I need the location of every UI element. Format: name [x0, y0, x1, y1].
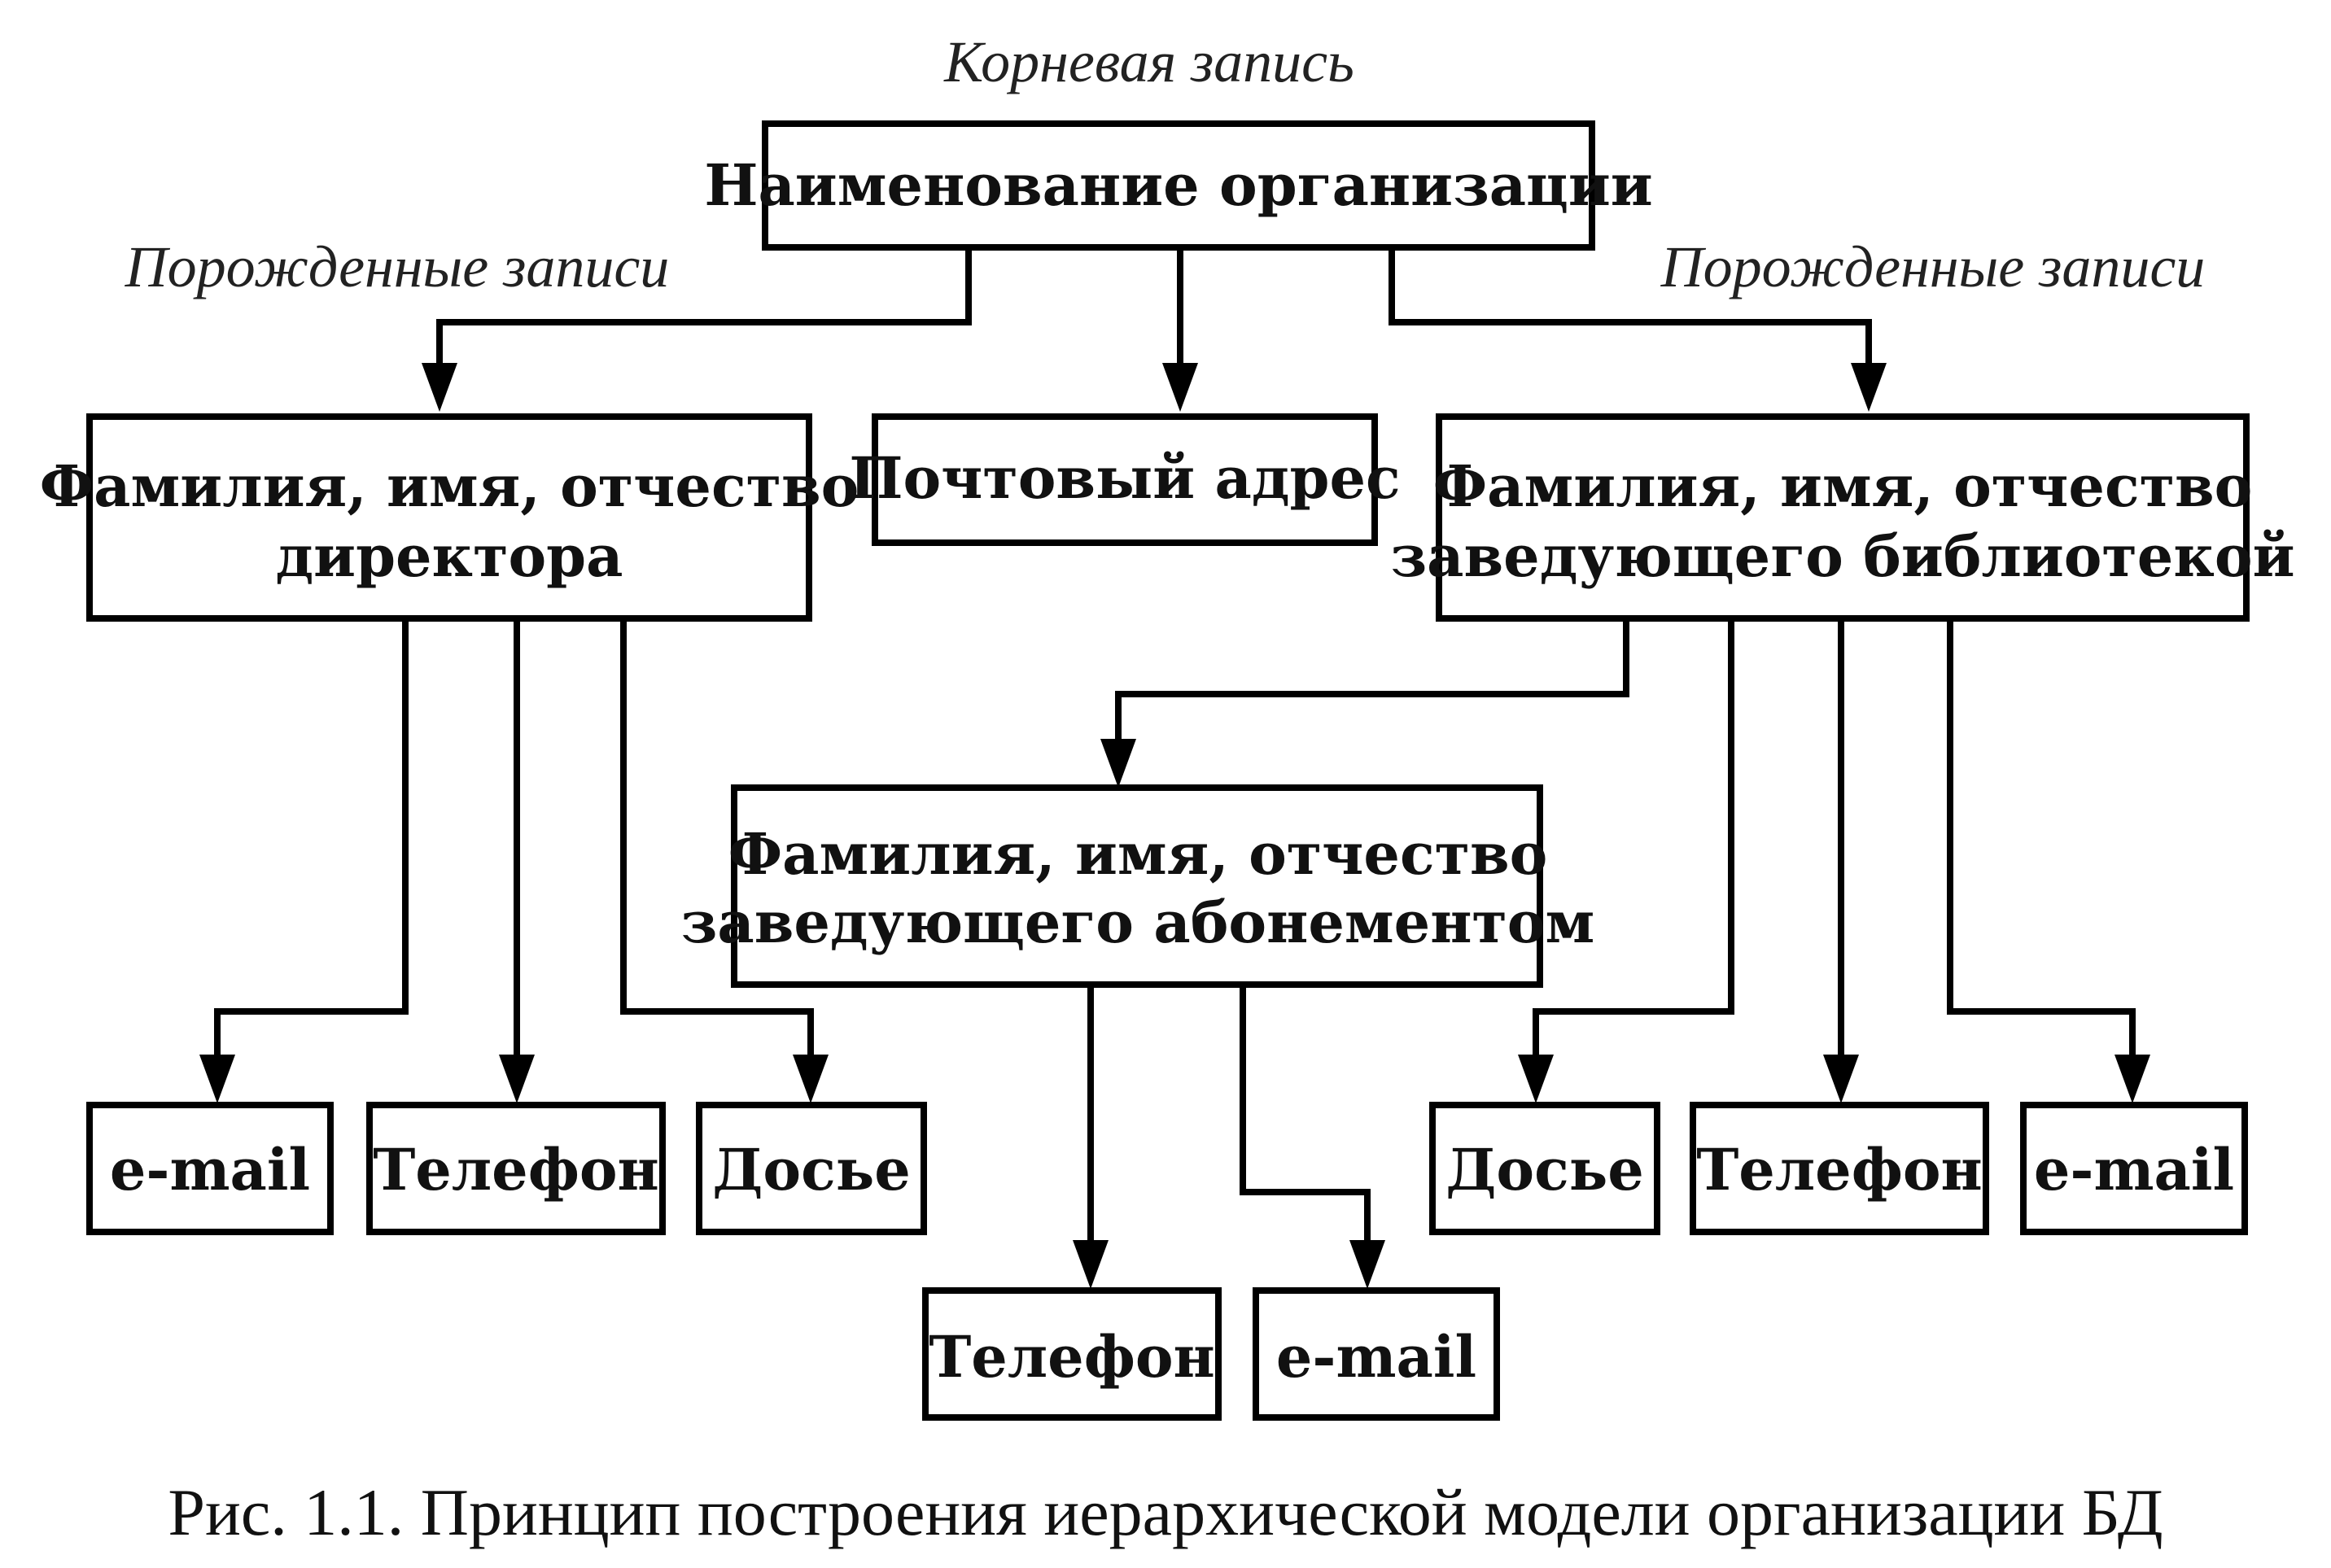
arrowhead-sub-email [1349, 1240, 1385, 1289]
node-lib-email-label: e-mail [2034, 1136, 2234, 1203]
arrowhead-postal [1162, 363, 1198, 412]
arrowhead-dir-email [199, 1055, 235, 1103]
figure-caption: Рис. 1.1. Принцип построения иерархическ… [168, 1475, 2163, 1549]
derived-records-label-right: Порожденные записи [1660, 234, 2206, 299]
arrowhead-dir-phone [499, 1055, 535, 1103]
node-sub-phone-label: Телефон [929, 1323, 1215, 1391]
arrowhead-sub-phone [1073, 1240, 1109, 1289]
node-sub-email-label: e-mail [1276, 1323, 1476, 1391]
node-lib-dossier-label: Досье [1445, 1136, 1644, 1203]
arrowhead-lib-email [2115, 1055, 2150, 1103]
node-lib-email: e-mail [2020, 1102, 2248, 1235]
arrowheads [199, 363, 2150, 1289]
arrowhead-librarian [1851, 363, 1887, 412]
node-librarian-line1: Фамилия, имя, отчество [1433, 452, 2253, 520]
arrowhead-director [422, 363, 457, 412]
node-lib-phone: Телефон [1690, 1102, 1989, 1235]
edges [214, 247, 2136, 1260]
node-dir-phone: Телефон [366, 1102, 666, 1235]
node-librarian-line2: заведующего библиотекой [1390, 522, 2294, 590]
arrowhead-subscription [1100, 739, 1136, 788]
node-dir-phone-label: Телефон [373, 1136, 659, 1203]
node-lib-phone-label: Телефон [1696, 1136, 1983, 1203]
root-record-label: Корневая запись [943, 29, 1354, 94]
edge-librarian-subscription [1115, 618, 1629, 758]
node-root: Наименование организации [704, 120, 1653, 251]
arrowhead-lib-phone [1823, 1055, 1859, 1103]
node-subscription-line1: Фамилия, имя, отчество [728, 820, 1548, 888]
node-sub-phone: Телефон [922, 1287, 1222, 1421]
node-root-label: Наименование организации [704, 151, 1652, 219]
arrowhead-lib-dossier [1518, 1055, 1554, 1103]
node-dir-dossier: Досье [696, 1102, 927, 1235]
derived-records-label-left: Порожденные записи [125, 234, 670, 299]
edge-root-librarian [1389, 247, 1872, 382]
node-sub-email: e-mail [1253, 1287, 1500, 1421]
node-postal-label: Почтовый адрес [849, 444, 1400, 512]
node-director-line2: директора [276, 522, 623, 590]
edge-director-dossier [620, 618, 814, 1074]
edge-librarian-dossier [1533, 618, 1734, 1074]
node-director-line1: Фамилия, имя, отчество [40, 452, 859, 520]
node-lib-dossier: Досье [1429, 1102, 1660, 1235]
node-subscription: Фамилия, имя, отчество заведующего абоне… [681, 784, 1595, 988]
node-postal: Почтовый адрес [849, 413, 1401, 546]
node-librarian: Фамилия, имя, отчество заведующего библи… [1390, 413, 2295, 622]
arrowhead-dir-dossier [793, 1055, 829, 1103]
node-dir-dossier-label: Досье [712, 1136, 911, 1203]
node-director: Фамилия, имя, отчество директора [40, 413, 859, 622]
edge-director-email [214, 618, 409, 1074]
edge-root-director [436, 247, 972, 382]
edge-subscription-email [1240, 985, 1371, 1260]
node-dir-email: e-mail [86, 1102, 334, 1235]
node-subscription-line2: заведующего абонементом [681, 889, 1595, 956]
node-dir-email-label: e-mail [110, 1136, 310, 1203]
edge-librarian-email [1947, 618, 2136, 1074]
